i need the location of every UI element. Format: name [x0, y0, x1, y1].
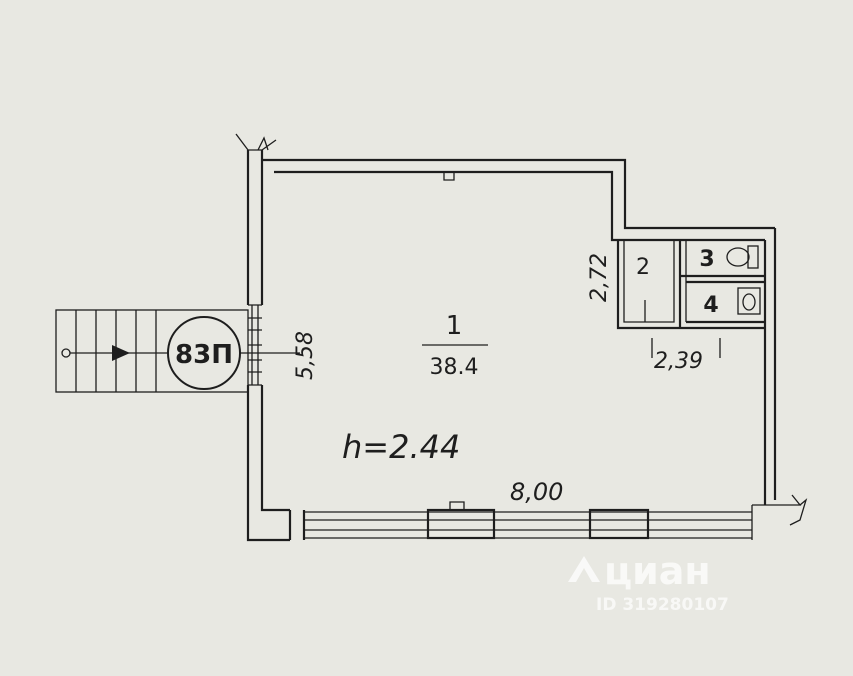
- utility-rooms: [616, 240, 765, 330]
- room-3-number: 3: [699, 247, 714, 272]
- toilet-icon: [726, 245, 759, 269]
- ceiling-height: h=2.44: [342, 428, 460, 466]
- room-1-number: 1: [446, 311, 463, 341]
- watermark-id: ID 319280107: [596, 595, 729, 615]
- staircase: [55, 309, 300, 393]
- dimension-niche-depth: 2,72: [587, 253, 612, 302]
- entrance-door: [248, 304, 262, 386]
- cian-logo-icon: [568, 556, 600, 582]
- dimension-width: 8,00: [510, 478, 563, 506]
- sink-icon: [737, 287, 761, 315]
- watermark: циан ID 319280107: [568, 549, 729, 615]
- dimension-depth: 5,58: [293, 331, 318, 380]
- room-2-number: 2: [636, 255, 650, 280]
- room-4-number: 4: [703, 293, 718, 318]
- dimension-niche-width: [651, 338, 721, 358]
- walls: [235, 133, 808, 542]
- stair-badge-label: 83П: [175, 340, 233, 370]
- dimension-niche-width: 2,39: [654, 349, 703, 374]
- room-1-area: 38.4: [430, 355, 479, 380]
- stair-badge: [167, 316, 241, 390]
- watermark-brand: циан: [604, 549, 711, 593]
